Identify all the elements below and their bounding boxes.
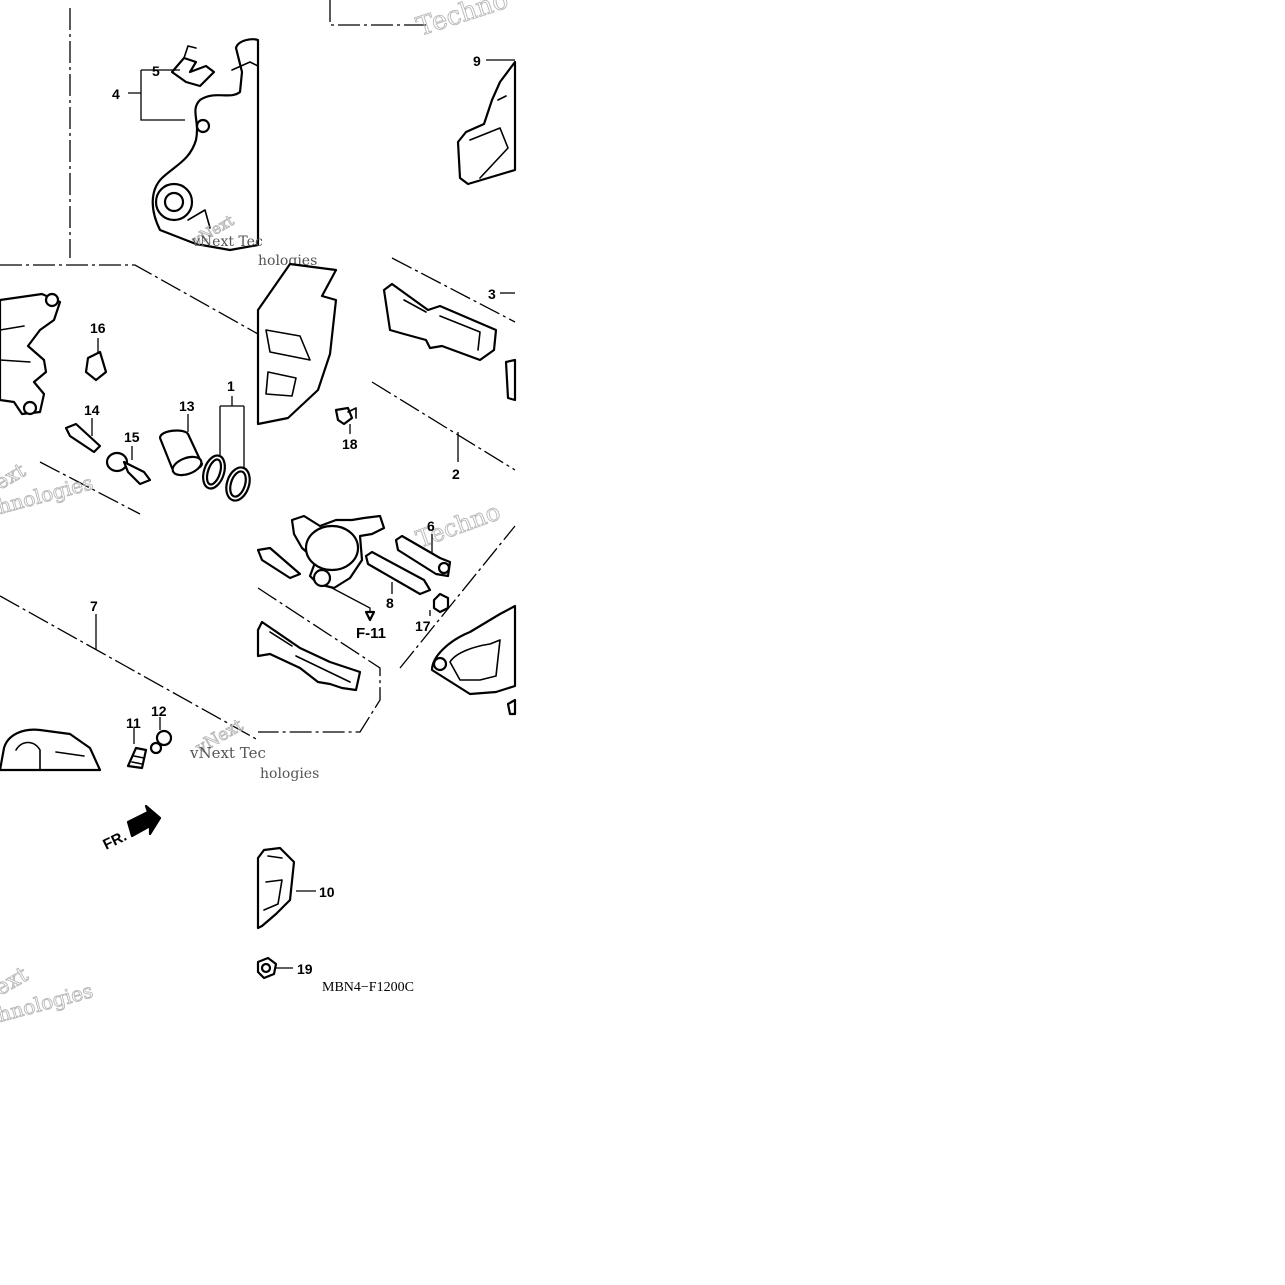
frame-line <box>0 264 259 335</box>
pad-spring <box>170 45 216 88</box>
bleeder-cap <box>84 350 108 382</box>
pin-bolt <box>64 422 102 454</box>
flange-nut <box>256 956 278 980</box>
front-label: FR. <box>100 828 129 854</box>
reference-label: F-11 <box>356 625 386 642</box>
tile-seals: 16 14 15 13 1 ext hnologies <box>0 264 259 519</box>
tile-hose-guide: 10 19 MBN4−F1200C <box>256 846 414 995</box>
bolt-washer <box>149 729 173 755</box>
tile-caliper-bolts: Techno 6 8 17 F-11 <box>256 497 517 782</box>
callout-12: 12 <box>151 703 167 719</box>
diagram-code: MBN4−F1200C <box>322 980 414 995</box>
seal-set <box>202 454 251 502</box>
tile-bracket: 4 5 vNext vNext Tec <box>69 8 263 258</box>
piston <box>158 429 204 477</box>
tile-front-arrow: FR. ext hnologies <box>0 804 162 1027</box>
callout-13: 13 <box>179 398 195 414</box>
small-bolt <box>506 698 517 716</box>
frame-line <box>371 381 516 471</box>
tile-caliper: 7 11 12 vNext vNext Tec <box>0 595 266 772</box>
frame-line <box>399 525 516 669</box>
caliper-body <box>0 728 102 772</box>
callout-6: 6 <box>427 518 435 534</box>
callout-10: 10 <box>319 884 335 900</box>
frame-line <box>329 0 430 26</box>
watermark-text: hologies <box>260 766 319 782</box>
pin-bolt-6 <box>394 534 452 578</box>
callout-17: 17 <box>415 618 431 634</box>
frame-line <box>0 595 259 741</box>
watermark-text: vNext Tec <box>189 744 266 762</box>
pad-pin-screw <box>334 406 357 426</box>
callout-16: 16 <box>90 320 106 336</box>
callout-5: 5 <box>152 63 160 79</box>
callout-18: 18 <box>342 436 358 452</box>
disc-cover <box>430 604 517 696</box>
front-direction-arrow: FR. <box>100 804 162 854</box>
callout-9: 9 <box>473 53 481 69</box>
watermark-text: vNext Tec <box>191 234 263 250</box>
callout-19: 19 <box>297 961 313 977</box>
callout-1: 1 <box>227 378 235 394</box>
arrow-head <box>364 610 376 622</box>
pin-bolt-8 <box>364 550 432 596</box>
callout-15: 15 <box>124 429 140 445</box>
callout-7: 7 <box>90 598 98 614</box>
frame-line <box>391 257 516 323</box>
frame-line <box>39 461 141 515</box>
callout-4: 4 <box>112 86 120 102</box>
tile-guard: Techno 9 <box>329 0 517 186</box>
caliper-assembly <box>256 514 386 590</box>
frame-line <box>257 587 381 733</box>
caliper-guard <box>456 60 517 186</box>
callout-3: 3 <box>488 286 496 302</box>
caliper-bracket <box>151 38 260 252</box>
hose-guide <box>256 846 296 930</box>
brake-pad-pair <box>256 620 362 692</box>
bleeder-valve <box>126 746 148 770</box>
callout-11: 11 <box>126 715 141 731</box>
watermark-text: Techno <box>413 0 512 43</box>
pin-bolt-b <box>105 451 152 486</box>
tile-pads: hologies 3 18 2 <box>256 253 517 482</box>
callout-14: 14 <box>84 402 100 418</box>
caliper-body-partial <box>0 292 62 416</box>
callout-2: 2 <box>452 466 460 482</box>
callout-8: 8 <box>386 595 394 611</box>
brake-pad-set <box>382 282 517 402</box>
disc-guard <box>256 262 338 426</box>
pin-cap <box>432 592 450 614</box>
